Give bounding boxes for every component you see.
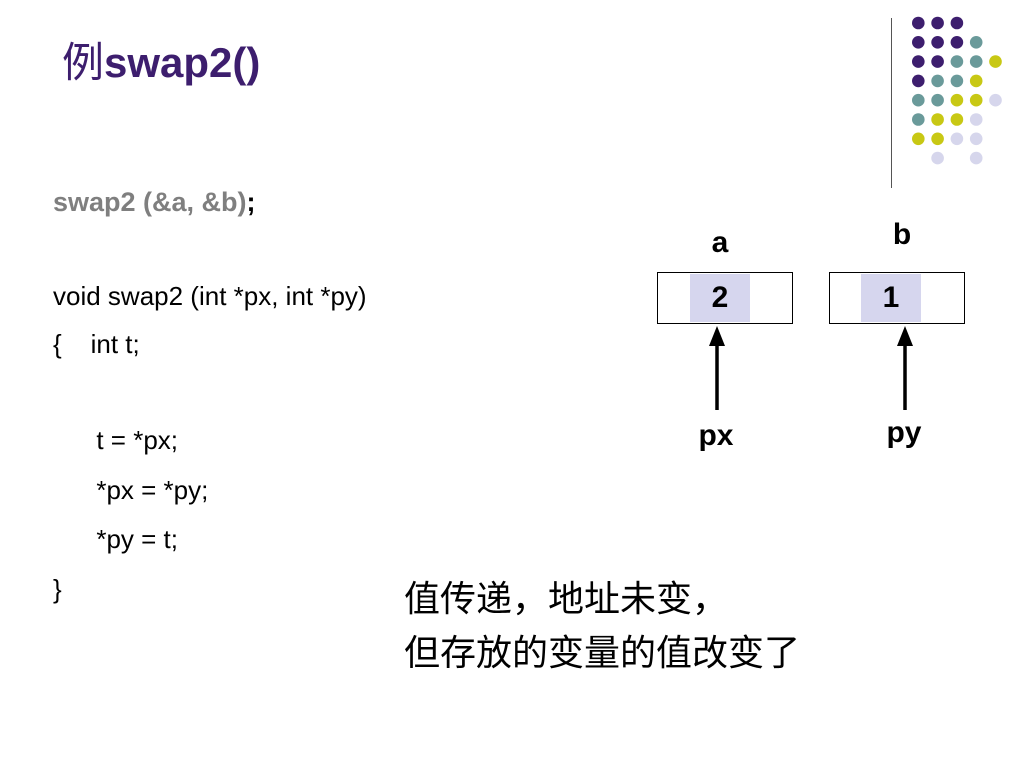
decorative-dot <box>950 36 964 49</box>
call-semicolon: ; <box>246 187 256 217</box>
pointer-px-label: px <box>698 419 734 452</box>
decorative-dot <box>950 132 964 146</box>
value-b: 1 <box>861 274 921 322</box>
variable-a-label: a <box>711 226 729 259</box>
decorative-dot <box>989 55 1002 68</box>
code-line-assign-t: t = *px; <box>53 425 178 455</box>
decorative-dot <box>912 93 925 107</box>
decorative-dot <box>931 16 944 30</box>
title-function: swap2() <box>104 39 261 86</box>
pointer-py-label: py <box>886 416 922 449</box>
code-line-signature: void swap2 (int *px, int *py) <box>53 281 367 311</box>
decorative-dot <box>969 132 983 146</box>
decorative-dot <box>950 93 964 107</box>
decorative-dot <box>931 74 944 88</box>
decorative-dot <box>912 132 925 146</box>
variable-b-label: b <box>892 218 912 251</box>
decorative-dot <box>950 74 964 88</box>
decorative-dot <box>950 113 964 126</box>
page-title: 例swap2() <box>62 36 260 90</box>
divider-line <box>891 18 892 188</box>
decorative-dot <box>931 132 944 146</box>
decorative-dot <box>950 55 964 68</box>
decorative-dot <box>931 151 944 165</box>
title-prefix: 例 <box>62 38 105 87</box>
decorative-dot <box>969 55 983 68</box>
decorative-dot <box>912 74 925 88</box>
decorative-dot <box>912 36 925 49</box>
call-code: swap2 (&a, &b) <box>53 187 247 217</box>
decorative-dot <box>989 93 1002 107</box>
decorative-dot <box>969 113 983 126</box>
note-line-2: 但存放的变量的值改变了 <box>404 633 801 674</box>
decorative-dot <box>931 113 944 126</box>
decorative-dot-grid <box>912 16 1002 165</box>
arrowhead-px <box>709 326 725 346</box>
decorative-dot <box>912 55 925 68</box>
decorative-dot <box>912 16 925 30</box>
code-line-close-brace: } <box>53 574 62 604</box>
decorative-dot <box>969 36 983 49</box>
code-line-assign-px: *px = *py; <box>53 475 209 505</box>
decorative-dot <box>931 36 944 49</box>
decorative-dot <box>931 93 944 107</box>
code-line-declaration: { int t; <box>53 329 140 359</box>
decorative-dot <box>969 93 983 107</box>
decorative-dot <box>969 74 983 88</box>
arrowhead-py <box>897 326 913 346</box>
decorative-dot <box>950 16 964 30</box>
call-statement: swap2 (&a, &b); <box>53 184 256 220</box>
decorative-dot <box>931 55 944 68</box>
value-a: 2 <box>690 274 750 322</box>
decorative-dot <box>912 113 925 126</box>
note-line-1: 值传递，地址未变， <box>404 579 729 620</box>
decorative-dot <box>969 151 983 165</box>
code-line-assign-py: *py = t; <box>53 524 178 554</box>
